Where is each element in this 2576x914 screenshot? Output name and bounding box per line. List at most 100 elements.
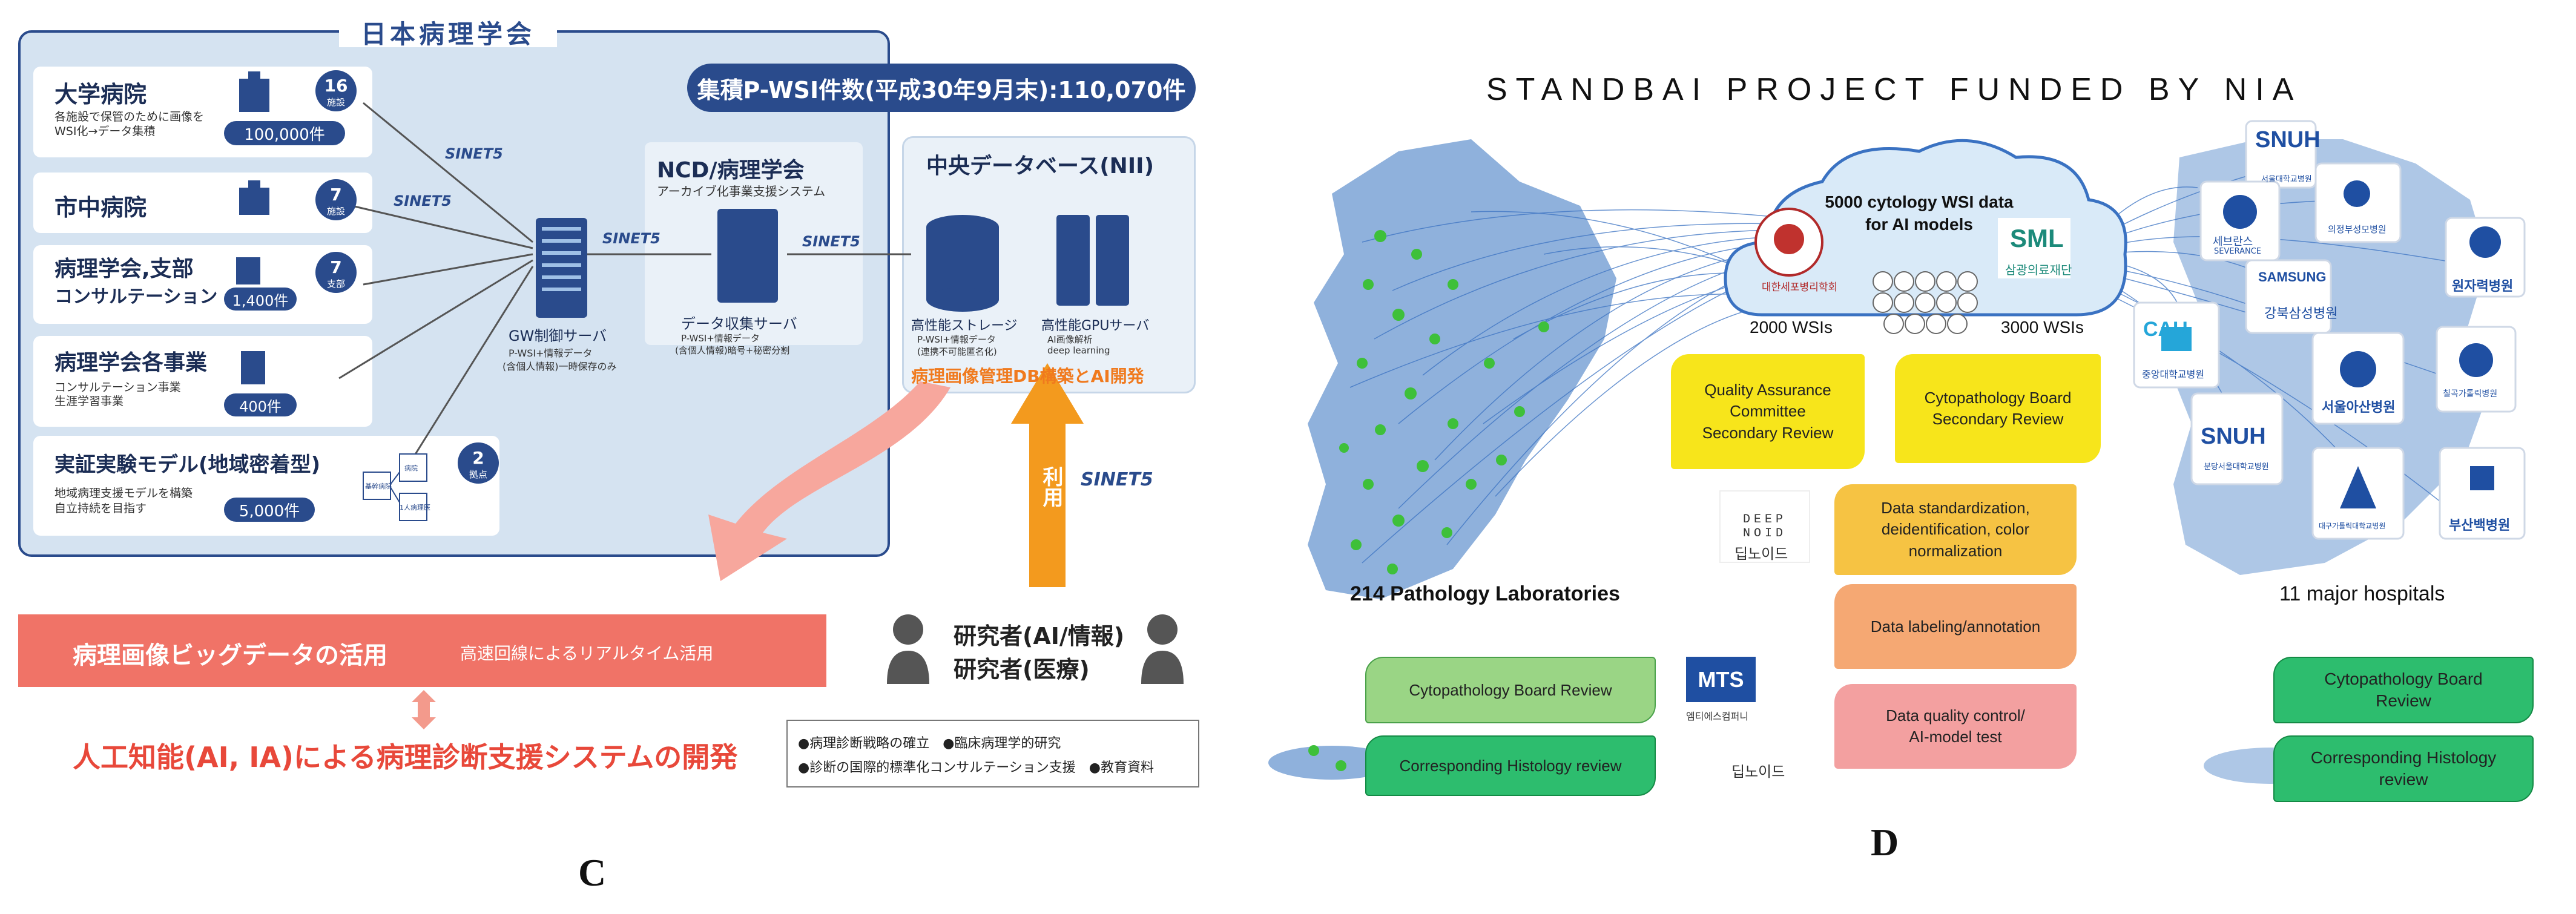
ds-line: normalization — [1908, 541, 2003, 560]
panel-c: 日本病理学会 集積P-WSI件数(平成30年9月末):110,070件 — [0, 0, 1217, 914]
nii-title: 中央データベース(NII) — [926, 154, 1155, 179]
left-item-box — [33, 336, 372, 427]
gw-title: GW制御サーバ — [509, 327, 607, 344]
badge-num: 7 — [330, 185, 342, 205]
sinet-label: SINET5 — [394, 192, 452, 209]
ds-line: deidentification, color — [1881, 520, 2030, 539]
dl-ribbon: Data labeling/annotation — [1834, 584, 2077, 669]
ncd-desc: (含個人情報)暗号+秘密分割 — [675, 345, 790, 356]
badge-num: 16 — [324, 76, 348, 96]
badge-unit: 施設 — [326, 206, 345, 217]
total-wsi-text: 集積P-WSI件数(平成30年9月末):110,070件 — [697, 76, 1186, 104]
qa-line: Secondary Review — [1702, 423, 1834, 442]
cb-line: Secondary Review — [1932, 410, 2064, 428]
badge-unit: 拠点 — [469, 469, 487, 480]
panel-d-title: STANDBAI PROJECT FUNDED BY NIA — [1486, 72, 2302, 107]
hospital-name: 부산백병원 — [2449, 518, 2511, 533]
right-review-ribbon: Cytopathology Board Review — [2273, 657, 2534, 723]
ncd-sub: アーカイブ化事業支援システム — [657, 184, 826, 199]
item-events-title: 病理学会各事業 — [54, 350, 208, 375]
sml-logo: SML — [2010, 224, 2064, 252]
hospital-name: 칠곡가톨릭병원 — [2443, 389, 2498, 399]
item-city-title: 市中病院 — [54, 194, 147, 221]
badge-num: 7 — [330, 257, 342, 277]
badge-num: 2 — [472, 448, 484, 468]
badge-unit: 施設 — [326, 97, 345, 108]
nii-storage-desc: (連携不可能匿名化) — [917, 346, 997, 357]
hospital-name: 중앙대학교병원 — [2142, 369, 2205, 380]
item-university-count: 100,000件 — [224, 121, 345, 145]
dq-ribbon: Data quality control/ AI-model test — [1834, 684, 2077, 769]
model-one-label: 1人病理医 — [400, 504, 430, 511]
ai-line: 人工知能(AI, IA)による病理診断支援システムの開発 — [73, 741, 738, 774]
count-text: 400件 — [239, 398, 282, 415]
dq-line: Data quality control/ — [1886, 706, 2025, 725]
item-university-title: 大学病院 — [54, 81, 147, 108]
korea-map-left — [1308, 139, 1616, 599]
cloud-text: 5000 cytology WSI data — [1825, 192, 2014, 211]
item-model-title: 実証実験モデル(地域密着型) — [54, 453, 321, 477]
hospital-name: 원자력병원 — [2452, 279, 2514, 294]
hospital-name: 의정부성모병원 — [2328, 224, 2387, 235]
right-histo-ribbon: Corresponding Histology review — [2273, 735, 2534, 802]
bigdata-bar — [18, 614, 826, 687]
item-model-desc: 地域病理支援モデルを構築 — [54, 487, 193, 500]
gw-desc: (含個人情報)一時保存のみ — [502, 361, 617, 372]
sinet-label: SINET5 — [602, 230, 660, 247]
nii-storage: 高性能ストレージ — [911, 318, 1018, 334]
deepnoid-box: DEEP NOID — [1719, 490, 1810, 563]
panel-c-graphics — [236, 70, 1199, 787]
hospital-name: 서울아산병원 — [2322, 400, 2396, 415]
nii-gpu-desc: deep learning — [1047, 345, 1110, 356]
dl-line: Data labeling/annotation — [1870, 617, 2041, 636]
badge-unit: 支部 — [326, 278, 345, 289]
cloud-text: for AI models — [1865, 215, 1973, 234]
item-university-desc: 各施設で保管のために画像を — [54, 110, 205, 123]
hospital-logo-cau: CAU — [2143, 318, 2188, 341]
item-events-desc: 生涯学習事業 — [54, 395, 124, 408]
researcher-ai: 研究者(AI/情報) — [954, 623, 1125, 649]
panel-d: STANDBAI PROJECT FUNDED BY NIA — [1241, 0, 2576, 914]
panel-label-c: C — [578, 851, 607, 894]
bigdata-sub: 高速回線によるリアルタイム活用 — [460, 643, 714, 663]
ncd-desc: P-WSI+情報データ — [681, 333, 760, 344]
hospital-logo-samsung: SAMSUNG — [2258, 269, 2327, 284]
ds-ribbon: Data standardization, deidentification, … — [1834, 484, 2077, 575]
right-histo-text: Corresponding Histology — [2310, 748, 2497, 767]
hospital-logo-snuh: SNUH — [2201, 424, 2266, 449]
sinet-label: SINET5 — [445, 145, 503, 162]
count-text: 100,000件 — [244, 125, 325, 144]
nii-orange-label: 病理画像管理DB構築とAI開発 — [911, 366, 1144, 386]
deepnoid-logo: DEEP NOID — [1742, 513, 1787, 541]
researcher-med: 研究者(医療) — [954, 656, 1090, 683]
org-right-name: 삼광의료재단 — [2005, 263, 2072, 277]
qa-line: Committee — [1730, 402, 1806, 421]
gw-desc: P-WSI+情報データ — [509, 347, 593, 359]
right-review-text: Cytopathology Board — [2324, 669, 2483, 688]
hospitals-label: 11 major hospitals — [2279, 582, 2445, 605]
deepnoid-kor-2: 딥노이드 — [1731, 763, 1785, 780]
total-wsi-banner: 集積P-WSI件数(平成30年9月末):110,070件 — [687, 64, 1196, 112]
qa-ribbon: Quality Assurance Committee Secondary Re… — [1671, 354, 1865, 469]
wsi-left-count: 2000 WSIs — [1750, 318, 1833, 337]
ncd-server: データ収集サーバ — [681, 315, 797, 332]
nii-gpu: 高性能GPUサーバ — [1041, 318, 1150, 334]
hospital-name: 서울대학교병원 — [2261, 175, 2312, 184]
item-society-count: 1,400件 — [224, 288, 297, 311]
deepnoid-kor: 딥노이드 — [1734, 545, 1788, 562]
count-text: 5,000件 — [239, 502, 300, 521]
sinet-label: SINET5 — [802, 233, 860, 250]
right-histo-text: review — [2379, 770, 2428, 789]
left-review-text: Cytopathology Board Review — [1409, 680, 1612, 699]
nii-storage-desc: P-WSI+情報データ — [917, 334, 996, 345]
dq-line: AI-model test — [1909, 728, 2002, 746]
item-events-desc: コンサルテーション事業 — [54, 381, 181, 394]
panel-label-d: D — [1871, 821, 1899, 864]
hospital-name: SEVERANCE — [2214, 247, 2261, 256]
model-clinic-label: 病院 — [404, 464, 418, 472]
bullets-line: ●診断の国際的標準化コンサルテーション支援 ●教育資料 — [798, 760, 1154, 775]
mts-kor: 엠티에스컴퍼니 — [1686, 711, 1749, 722]
cb-ribbon: Cytopathology Board Secondary Review — [1895, 354, 2101, 463]
use-arrow-label: 利用 — [1039, 466, 1063, 507]
item-model-count: 5,000件 — [224, 498, 315, 522]
